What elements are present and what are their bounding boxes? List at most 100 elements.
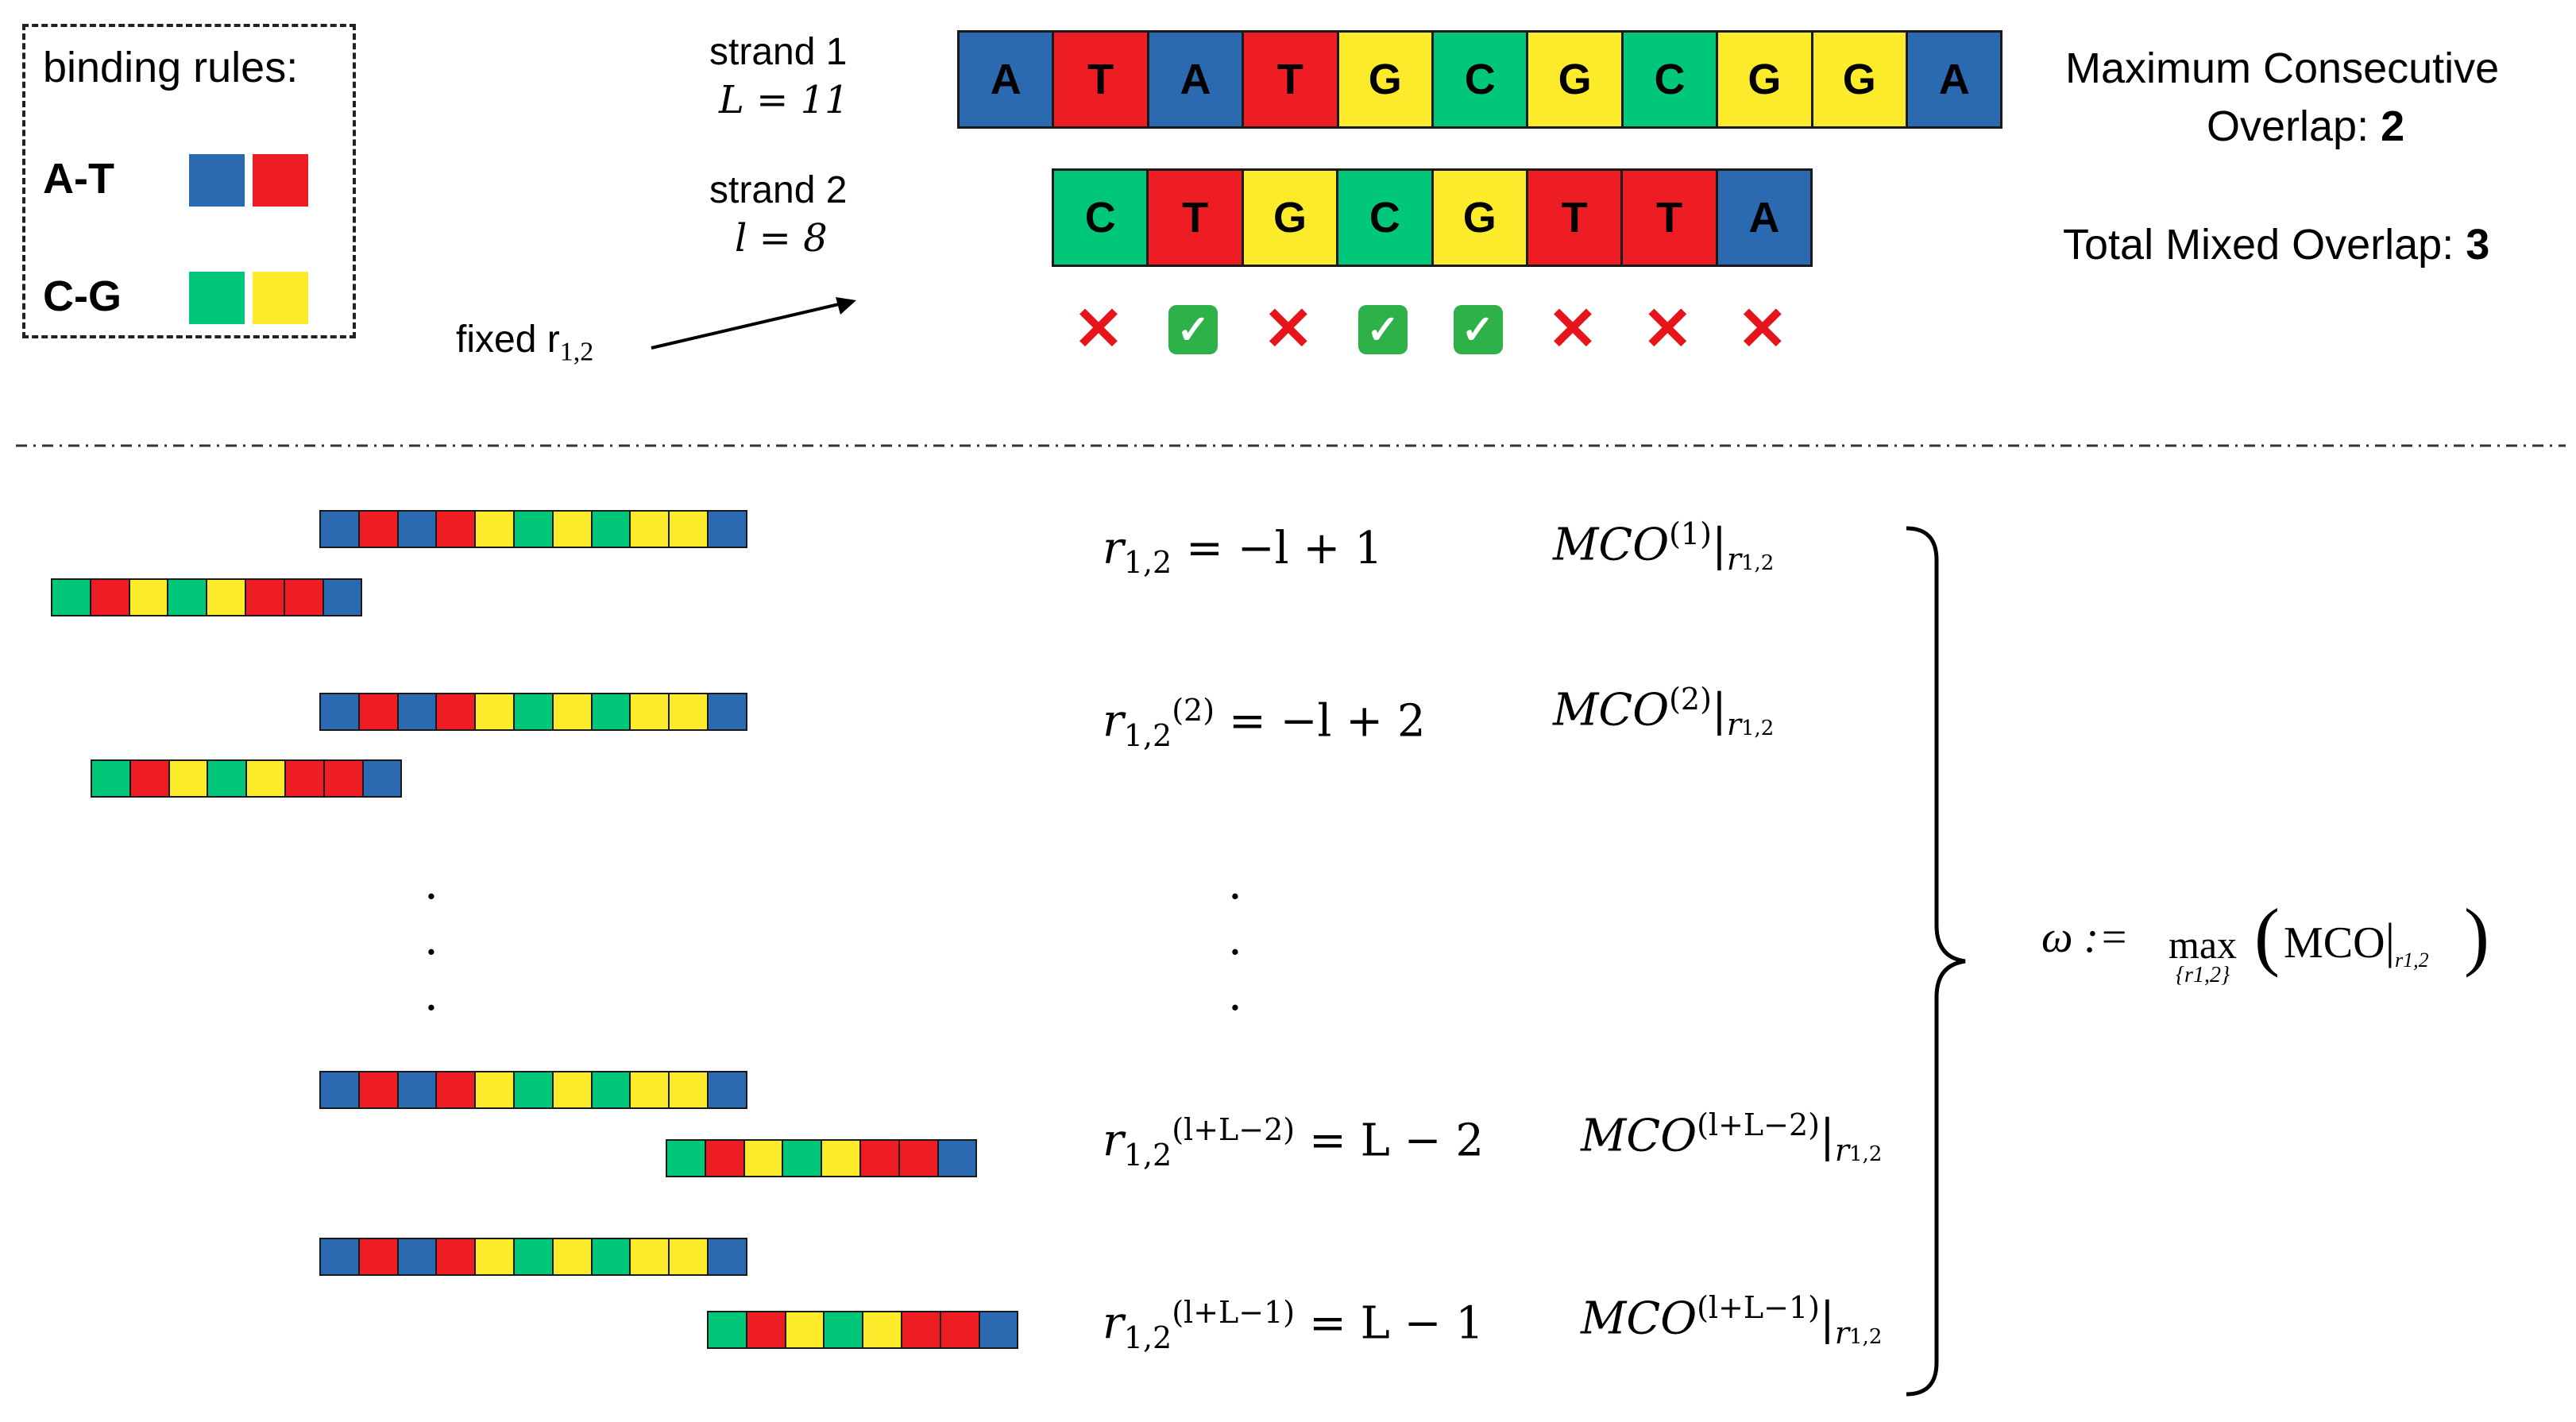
omega-max: max {r1,2} bbox=[2168, 922, 2238, 987]
mini-strand1-row2-cell bbox=[435, 693, 477, 731]
mini-strand1-row3-cell bbox=[474, 1071, 515, 1109]
match-check-icon: ✓ bbox=[1452, 303, 1504, 356]
mini-strand2-row2-cell bbox=[91, 759, 131, 798]
mco-label: Maximum Consecutive bbox=[2065, 44, 2500, 92]
mini-strand1-row2-cell bbox=[396, 693, 438, 731]
mini-strand2-row4-cell bbox=[745, 1311, 786, 1349]
equation-row-4: r1,2(l+L−1) = L − 1 bbox=[1103, 1295, 1484, 1355]
strand2-base-a: A bbox=[1715, 168, 1813, 267]
mco-overlap-line: Overlap: 2 bbox=[2207, 102, 2405, 150]
tmo-value: 3 bbox=[2466, 221, 2490, 269]
mini-strand1-row1-cell bbox=[435, 510, 477, 548]
strand1-base-c: C bbox=[1431, 30, 1529, 129]
match-check-icon: ✓ bbox=[1167, 303, 1219, 356]
mini-strand1-row1-cell bbox=[590, 510, 631, 548]
mini-strand1-row4-cell bbox=[513, 1238, 554, 1276]
mini-strand2-row4-cell bbox=[978, 1311, 1019, 1349]
mismatch-cross-icon: ✕ bbox=[1547, 296, 1598, 363]
tmo-line: Total Mixed Overlap: 3 bbox=[2063, 221, 2490, 269]
swatch-g bbox=[253, 272, 308, 324]
mini-strand1-row4-cell bbox=[474, 1238, 515, 1276]
match-check-icon: ✓ bbox=[1357, 303, 1409, 356]
mini-strand2-row2-cell bbox=[361, 759, 403, 798]
fixed-r-arrow bbox=[651, 297, 856, 350]
strand2-base-t: T bbox=[1526, 168, 1624, 267]
mini-strand1-row4-cell bbox=[357, 1238, 399, 1276]
omega-paren-left: ( bbox=[2254, 893, 2280, 978]
mini-strand2-row1-cell bbox=[322, 578, 363, 616]
mini-strand2-row4-cell bbox=[707, 1311, 747, 1349]
mini-strand1-row1-cell bbox=[707, 510, 747, 548]
mini-strand1-row1-cell bbox=[474, 510, 515, 548]
mini-strand1-row4-cell bbox=[396, 1238, 438, 1276]
mini-strand1-row4-cell bbox=[629, 1238, 670, 1276]
mini-strand1-row1-cell bbox=[396, 510, 438, 548]
mini-strand1-row3-cell bbox=[668, 1071, 709, 1109]
ellipsis-left-3: . bbox=[424, 969, 438, 1021]
mini-strand1-row1-cell bbox=[668, 510, 709, 548]
mini-strand1-row3-cell bbox=[629, 1071, 670, 1109]
mini-strand1-row3-cell bbox=[551, 1071, 593, 1109]
mini-strand1-row1-cell bbox=[319, 510, 360, 548]
strand1-base-c: C bbox=[1620, 30, 1719, 129]
mismatch-cross-icon: ✕ bbox=[1073, 296, 1124, 363]
mco-row-2: MCO(2)|r1,2 bbox=[1553, 682, 1775, 742]
strand1-base-a: A bbox=[1906, 30, 2003, 129]
swatch-a bbox=[189, 154, 245, 207]
mini-strand1-row1-cell bbox=[357, 510, 399, 548]
mco-row-1: MCO(1)|r1,2 bbox=[1553, 516, 1775, 577]
strand1-base-g: G bbox=[1336, 30, 1434, 129]
strand2-base-g: G bbox=[1241, 168, 1339, 267]
mini-strand2-row3-cell bbox=[666, 1139, 706, 1177]
mini-strand1-row2-cell bbox=[474, 693, 515, 731]
equation-row-3: r1,2(l+L−2) = L − 2 bbox=[1103, 1112, 1484, 1173]
legend-pair-at: A-T bbox=[43, 155, 114, 203]
mini-strand1-row4-cell bbox=[668, 1238, 709, 1276]
omega-paren-right: ) bbox=[2464, 893, 2489, 978]
mini-strand1-row1-cell bbox=[629, 510, 670, 548]
swatch-c bbox=[189, 272, 245, 324]
mini-strand2-row2-cell bbox=[245, 759, 286, 798]
mini-strand2-row2-cell bbox=[284, 759, 325, 798]
mini-strand1-row3-cell bbox=[513, 1071, 554, 1109]
mini-strand2-row4-cell bbox=[862, 1311, 902, 1349]
mini-strand2-row4-cell bbox=[939, 1311, 980, 1349]
omega-arg: MCO|r1,2 bbox=[2284, 914, 2429, 972]
mini-strand2-row3-cell bbox=[859, 1139, 900, 1177]
mini-strand2-row2-cell bbox=[168, 759, 209, 798]
omega-definition: ω := bbox=[2041, 913, 2129, 962]
strand2-base-t: T bbox=[1146, 168, 1244, 267]
mini-strand1-row3-cell bbox=[357, 1071, 399, 1109]
mini-strand1-row2-cell bbox=[629, 693, 670, 731]
mini-strand2-row1-cell bbox=[89, 578, 130, 616]
strand2-base-c: C bbox=[1052, 168, 1149, 267]
mini-strand2-row2-cell bbox=[322, 759, 364, 798]
strand2-base-t: T bbox=[1620, 168, 1718, 267]
mini-strand1-row3-cell bbox=[590, 1071, 631, 1109]
mini-strand1-row2-cell bbox=[513, 693, 554, 731]
fixed-r-label: fixed r1,2 bbox=[456, 319, 594, 367]
mini-strand2-row4-cell bbox=[901, 1311, 941, 1349]
mini-strand2-row3-cell bbox=[898, 1139, 939, 1177]
mini-strand1-row1-cell bbox=[551, 510, 593, 548]
strand1-base-g: G bbox=[1526, 30, 1624, 129]
mini-strand1-row2-cell bbox=[319, 693, 360, 731]
strand1-base-a: A bbox=[957, 30, 1055, 129]
mini-strand1-row2-cell bbox=[551, 693, 593, 731]
mini-strand2-row1-cell bbox=[167, 578, 208, 616]
mini-strand1-row3-cell bbox=[396, 1071, 438, 1109]
mini-strand1-row2-cell bbox=[590, 693, 631, 731]
mini-strand1-row3-cell bbox=[319, 1071, 360, 1109]
mini-strand2-row1-cell bbox=[283, 578, 324, 616]
ellipsis-left-1: . bbox=[424, 858, 438, 910]
legend-title: binding rules: bbox=[43, 44, 299, 91]
strand1-name: strand 1 bbox=[709, 31, 848, 73]
mini-strand2-row3-cell bbox=[704, 1139, 745, 1177]
mini-strand1-row2-cell bbox=[707, 693, 747, 731]
mini-strand1-row3-cell bbox=[707, 1071, 747, 1109]
strand2-name: strand 2 bbox=[709, 169, 848, 211]
mini-strand2-row4-cell bbox=[823, 1311, 864, 1349]
ellipsis-mid-1: . bbox=[1228, 858, 1242, 910]
ellipsis-mid-3: . bbox=[1228, 969, 1242, 1021]
mini-strand1-row4-cell bbox=[551, 1238, 593, 1276]
